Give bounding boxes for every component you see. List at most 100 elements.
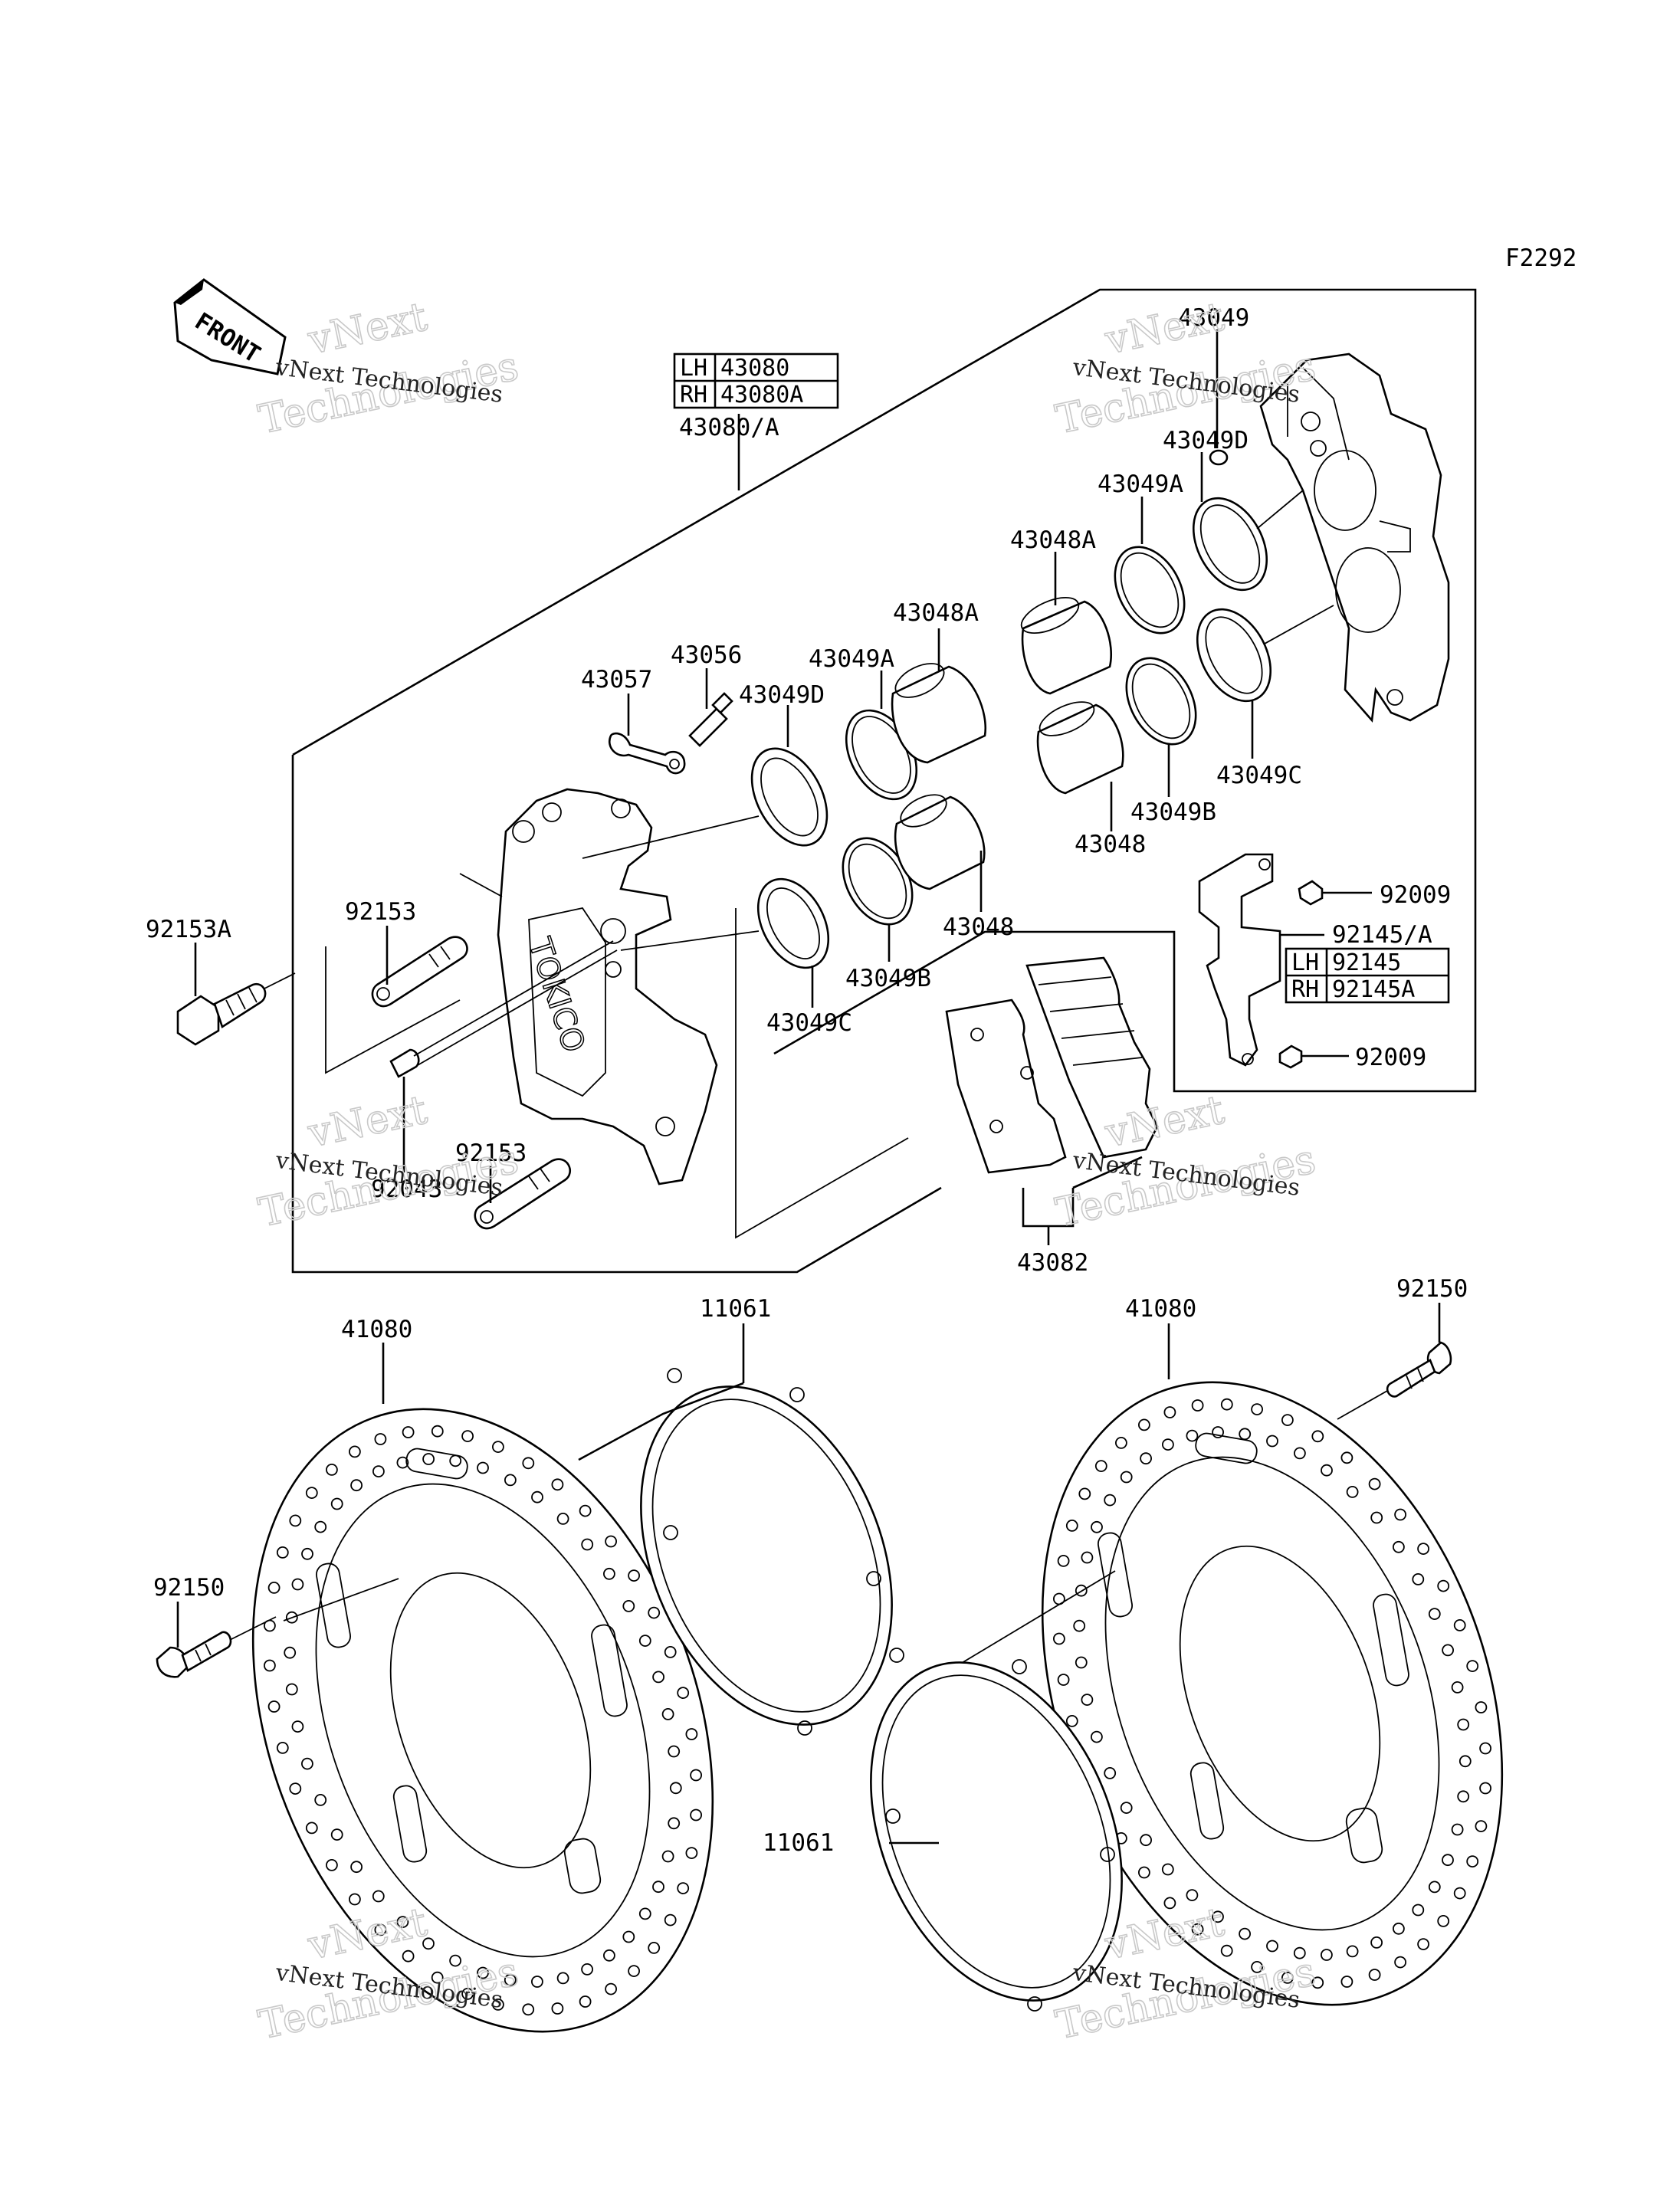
drilled-hole (1220, 1398, 1233, 1411)
drilled-hole (1457, 1790, 1470, 1803)
drilled-hole (1394, 1508, 1406, 1521)
drilled-hole (677, 1687, 690, 1700)
drilled-hole (1138, 1418, 1150, 1431)
caliper-assembly-label: 43080/A (679, 414, 779, 441)
drilled-hole (330, 1828, 343, 1841)
drilled-hole (685, 1847, 698, 1860)
drilled-hole (1437, 1579, 1450, 1592)
drilled-hole (1412, 1572, 1425, 1585)
drilled-hole (628, 1569, 640, 1582)
drilled-hole (1163, 1897, 1176, 1910)
drilled-hole (1394, 1956, 1406, 1969)
label-43049C-left: 43049C (766, 1009, 852, 1037)
drilled-hole (677, 1882, 690, 1895)
watermark-line2: vNext (1101, 293, 1228, 363)
seals-pistons-right (1020, 449, 1272, 795)
label-43049C-right: 43049C (1216, 762, 1302, 789)
drilled-hole (1417, 1543, 1429, 1555)
label-41080-right: 41080 (1125, 1295, 1196, 1323)
drilled-hole (638, 1907, 651, 1920)
drilled-hole (285, 1683, 298, 1696)
pad-spring-rh-part: 92145A (1332, 976, 1415, 1003)
drilled-hole (1370, 1511, 1383, 1524)
drilled-hole (668, 1817, 681, 1830)
drilled-hole (685, 1728, 698, 1740)
drilled-hole (263, 1659, 276, 1672)
drilled-hole (628, 1965, 640, 1978)
drilled-hole (579, 1504, 592, 1517)
drilled-hole (1479, 1742, 1491, 1755)
drilled-hole (330, 1497, 343, 1510)
drilled-hole (300, 1757, 313, 1770)
drilled-hole (622, 1930, 635, 1943)
drilled-hole (1251, 1403, 1263, 1415)
drilled-hole (1057, 1555, 1070, 1567)
label-43049A-left: 43049A (809, 645, 894, 673)
drilled-hole (1162, 1438, 1174, 1451)
caliper-rh-part: 43080A (720, 382, 803, 408)
drilled-hole (1340, 1976, 1354, 1988)
drilled-hole (1251, 1960, 1263, 1973)
gasket-lower (870, 1648, 1123, 2012)
drilled-hole (1346, 1486, 1359, 1498)
caliper-rh-label: RH (680, 382, 707, 408)
drilled-hole (372, 1890, 385, 1903)
drilled-hole (1321, 1464, 1333, 1477)
drilled-hole (1081, 1694, 1094, 1707)
drilled-hole (1191, 1399, 1204, 1412)
drilled-hole (1428, 1881, 1441, 1894)
drilled-hole (301, 1547, 313, 1560)
drilled-hole (1293, 1946, 1306, 1959)
screws-92009 (1278, 880, 1372, 1069)
drilled-hole (690, 1769, 702, 1782)
drilled-hole (372, 1465, 385, 1477)
drilled-hole (669, 1782, 682, 1795)
label-11061-top: 11061 (700, 1295, 771, 1323)
drilled-hole (348, 1445, 361, 1458)
label-92009-a: 92009 (1380, 881, 1451, 909)
disc-bolt-right (1337, 1303, 1452, 1420)
drilled-hole (1370, 1936, 1383, 1949)
drilled-hole (603, 1949, 615, 1962)
drilled-hole (1311, 1976, 1324, 1989)
drilled-hole (276, 1741, 289, 1754)
drilled-hole (556, 1513, 569, 1525)
drilled-hole (1140, 1834, 1152, 1847)
drilled-hole (1451, 1681, 1464, 1694)
drilled-hole (1281, 1971, 1294, 1984)
drilled-hole (1163, 1406, 1176, 1418)
drilled-hole (1368, 1477, 1381, 1490)
label-92043: 92043 (371, 1176, 442, 1203)
drilled-hole (1212, 1426, 1224, 1438)
drilled-hole (1294, 1447, 1306, 1460)
drilled-hole (350, 1861, 363, 1874)
drilled-hole (1340, 1451, 1354, 1464)
caliper-lh-label: LH (680, 355, 707, 382)
part-labels: 43049 43049D 43049A 43048A 43049C 43049B… (146, 304, 1468, 1857)
label-43057: 43057 (581, 666, 652, 694)
pad-spring-label: 92145/A (1332, 921, 1432, 949)
caliper-lh-part: 43080 (720, 355, 789, 382)
drilled-hole (1281, 1414, 1294, 1426)
drilled-hole (652, 1881, 664, 1894)
drilled-hole (291, 1720, 304, 1733)
leader-lines (283, 330, 1254, 1844)
drilled-hole (1466, 1660, 1479, 1673)
label-43082: 43082 (1017, 1249, 1088, 1277)
label-92150-right: 92150 (1396, 1275, 1468, 1303)
drilled-hole (648, 1941, 661, 1954)
drilled-hole (1104, 1766, 1117, 1779)
drilled-hole (1437, 1914, 1450, 1927)
drilled-hole (1104, 1494, 1117, 1507)
drilled-hole (556, 1972, 569, 1985)
bolt-92153A (176, 943, 296, 1046)
drilled-hole (1451, 1823, 1464, 1836)
drilled-hole (284, 1646, 297, 1659)
label-92009-b: 92009 (1355, 1044, 1426, 1071)
drilled-hole (531, 1490, 543, 1503)
drilled-hole (1457, 1718, 1470, 1731)
label-43048-right: 43048 (1075, 831, 1146, 858)
drilled-hole (1466, 1855, 1479, 1868)
drilled-hole (1475, 1820, 1488, 1833)
drilled-hole (1091, 1730, 1103, 1743)
